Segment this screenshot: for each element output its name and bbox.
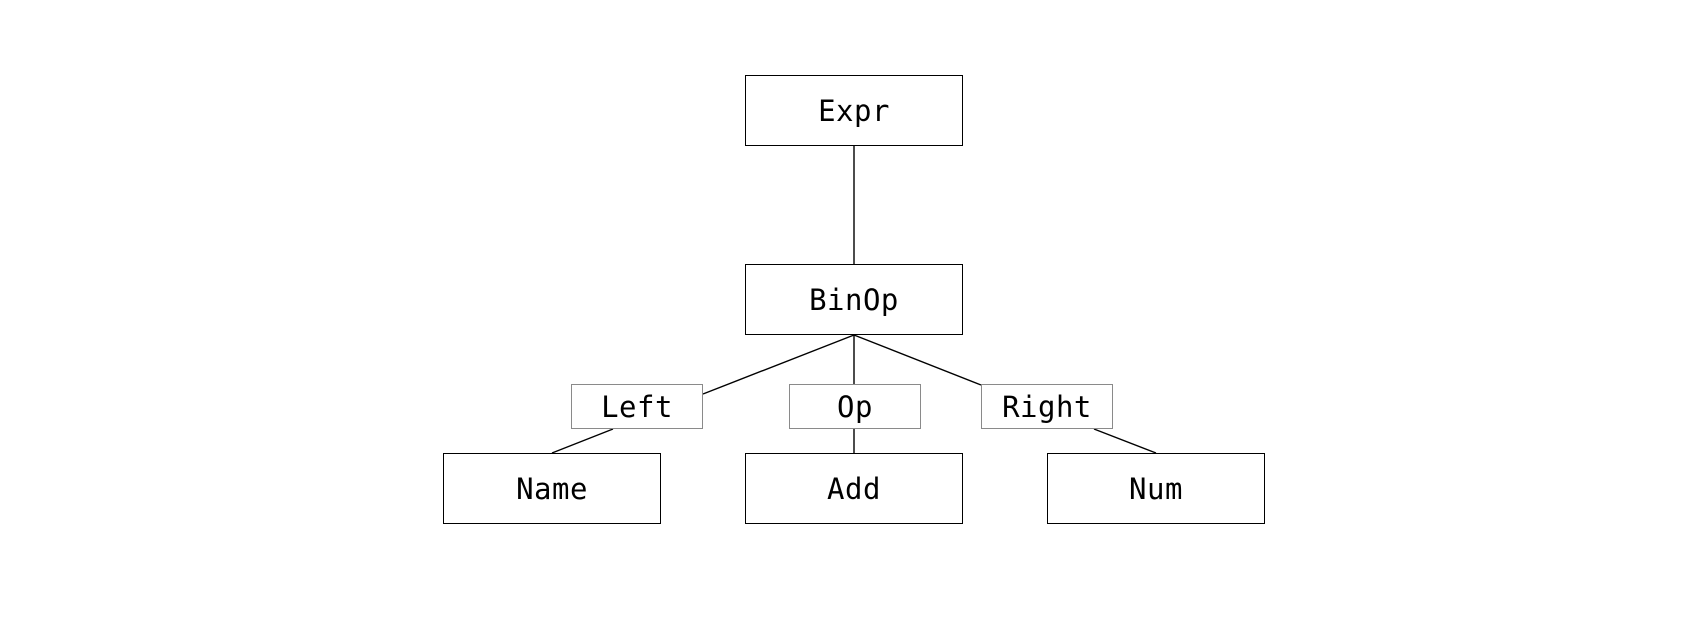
edge-label-op: Op (789, 384, 921, 429)
edge-left-name (551, 428, 614, 454)
edge-label-left-text: Left (601, 389, 673, 424)
edge-label-right: Right (981, 384, 1113, 429)
node-num-text: Num (1129, 471, 1183, 506)
node-name-text: Name (516, 471, 588, 506)
edge-label-op-text: Op (837, 389, 873, 424)
edge-label-right-text: Right (1002, 389, 1092, 424)
edge-binop-left (702, 334, 855, 395)
node-expr: Expr (745, 75, 963, 146)
edge-right-num (1093, 428, 1157, 454)
node-name: Name (443, 453, 661, 524)
node-num: Num (1047, 453, 1265, 524)
node-binop-text: BinOp (809, 282, 899, 317)
node-binop: BinOp (745, 264, 963, 335)
edge-label-left: Left (571, 384, 703, 429)
node-add-text: Add (827, 471, 881, 506)
edge-binop-right (853, 334, 982, 386)
node-expr-text: Expr (818, 93, 890, 128)
node-add: Add (745, 453, 963, 524)
